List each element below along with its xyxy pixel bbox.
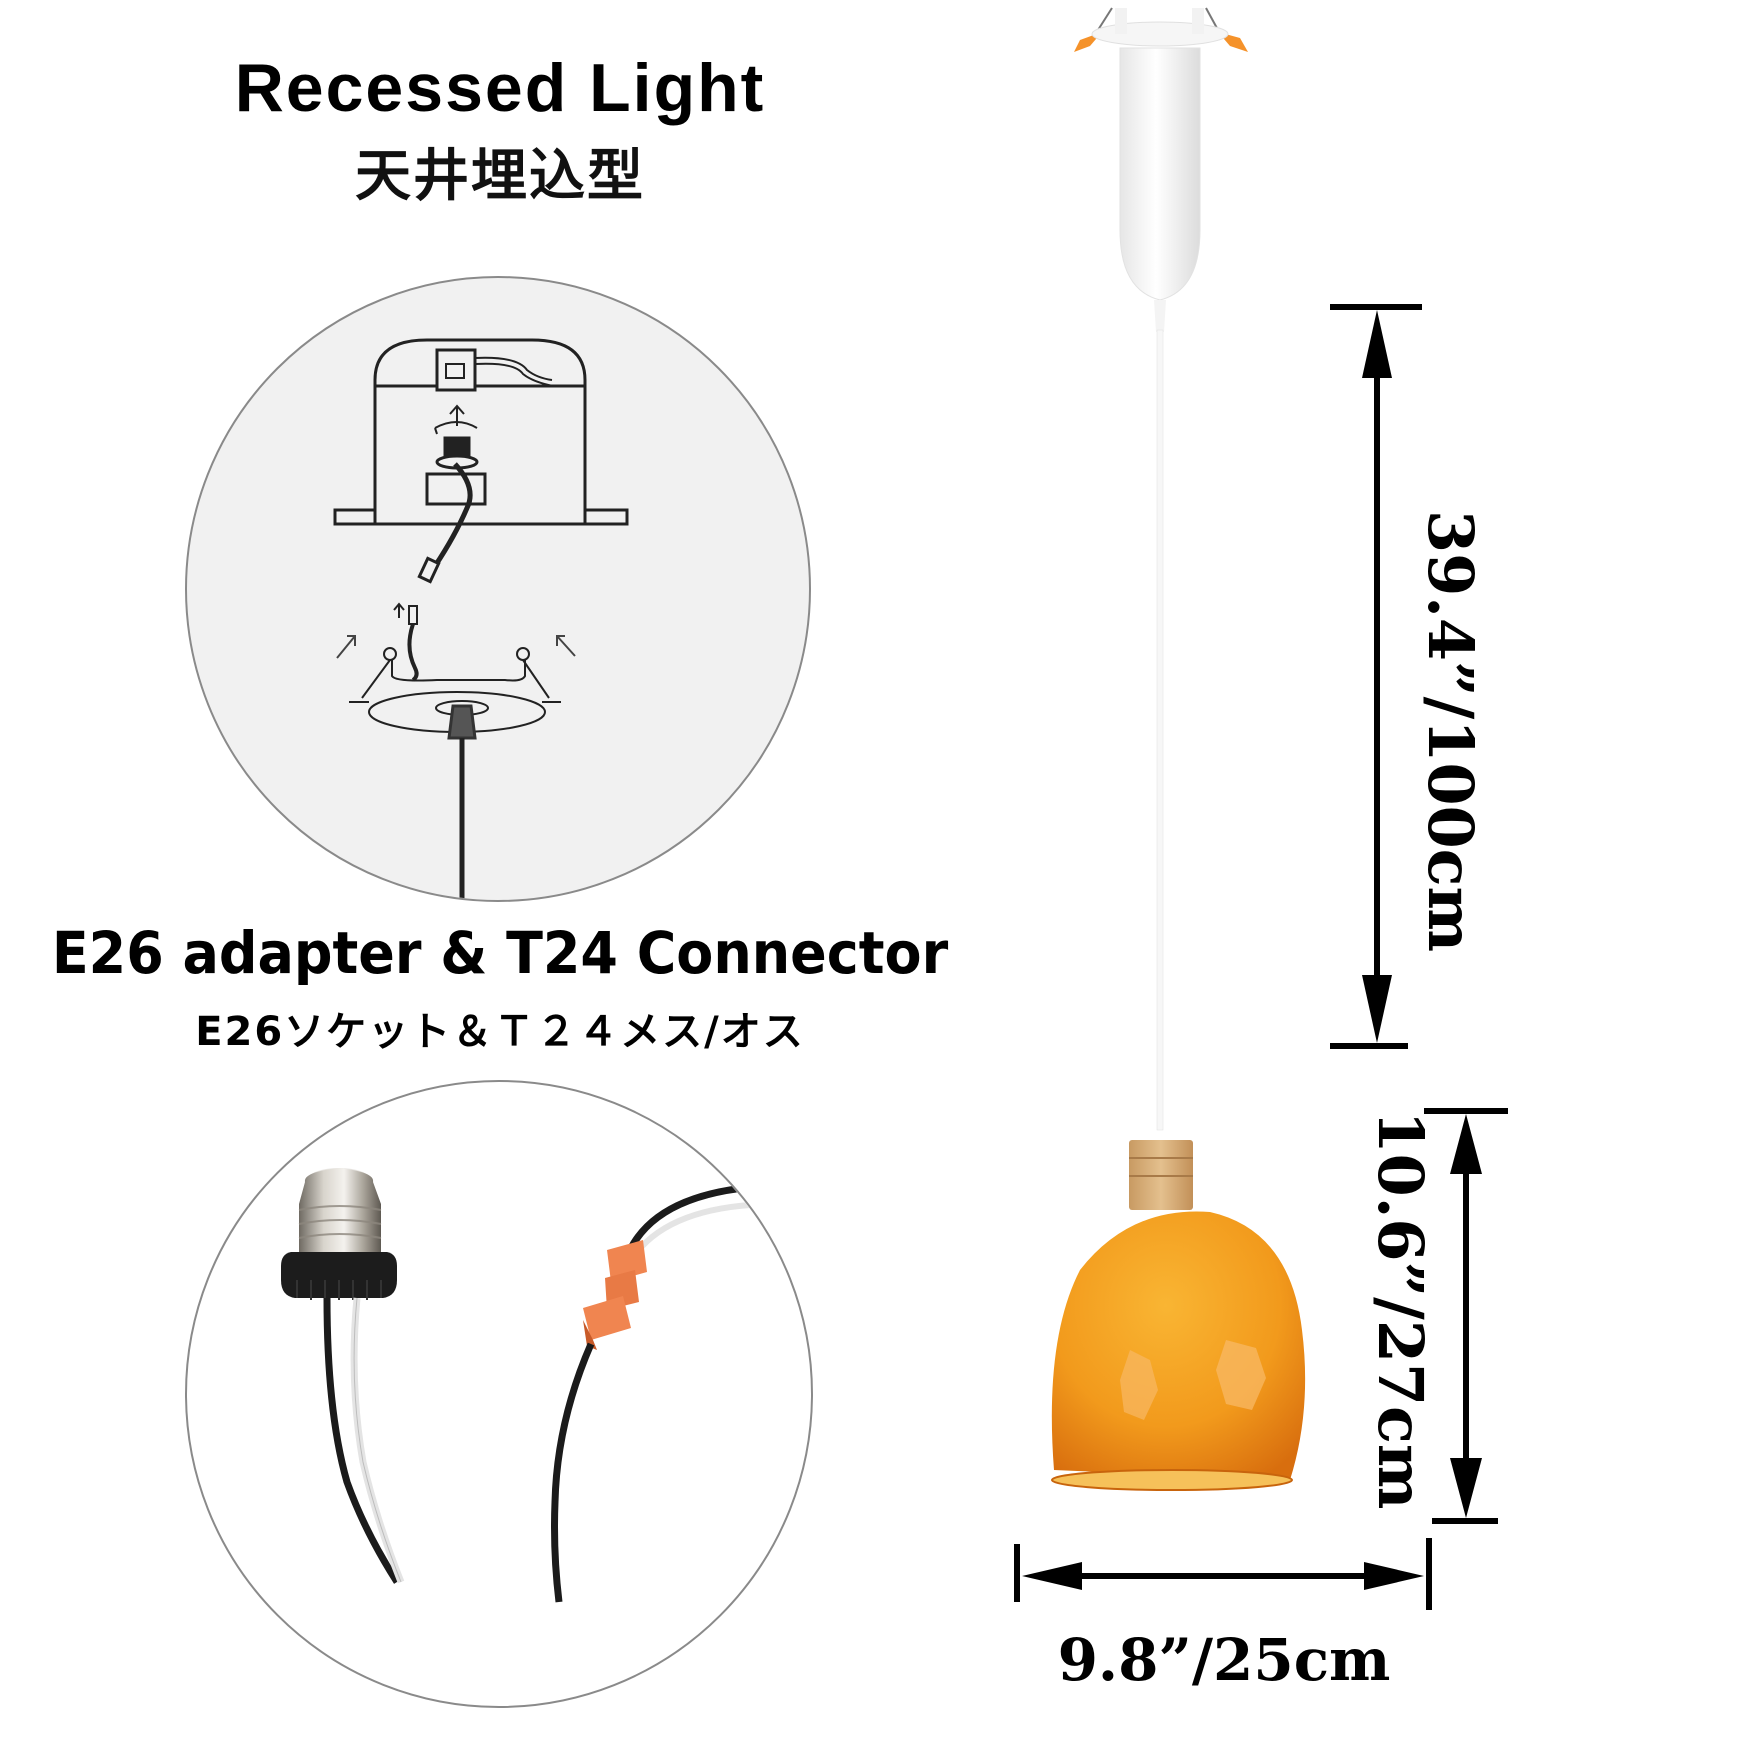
- title-e26-adapter: E26 adapter & T24 Connector: [51, 919, 949, 987]
- double-arrow-vertical-icon: [1330, 304, 1422, 1049]
- e26-adapter-icon: [281, 1168, 788, 1603]
- dimension-shade-width: [1014, 1538, 1434, 1610]
- installation-diagram-icon: [333, 338, 629, 900]
- pendant-lamp-icon: [1051, 7, 1306, 1491]
- title-recessed-light: Recessed Light: [234, 50, 766, 126]
- dimension-cord-length: [1330, 300, 1430, 1060]
- adapter-photo: [185, 1080, 813, 1708]
- shade-height-label: 10.6”/27cm: [1364, 1110, 1437, 1510]
- title-e26-adapter-jp: E26ソケット＆Ｔ２４メス/オス: [195, 1009, 805, 1055]
- dimension-shade-height: [1420, 1108, 1520, 1528]
- installation-diagram: [185, 276, 811, 902]
- double-arrow-horizontal-icon: [1014, 1538, 1432, 1610]
- title-recessed-light-jp: 天井埋込型: [355, 144, 645, 209]
- shade-width-label: 9.8”/25cm: [1057, 1626, 1391, 1694]
- cord-length-label: 39.4”/100cm: [1414, 510, 1487, 953]
- pendant-light-image: [1040, 0, 1480, 1560]
- double-arrow-vertical-icon: [1424, 1108, 1508, 1524]
